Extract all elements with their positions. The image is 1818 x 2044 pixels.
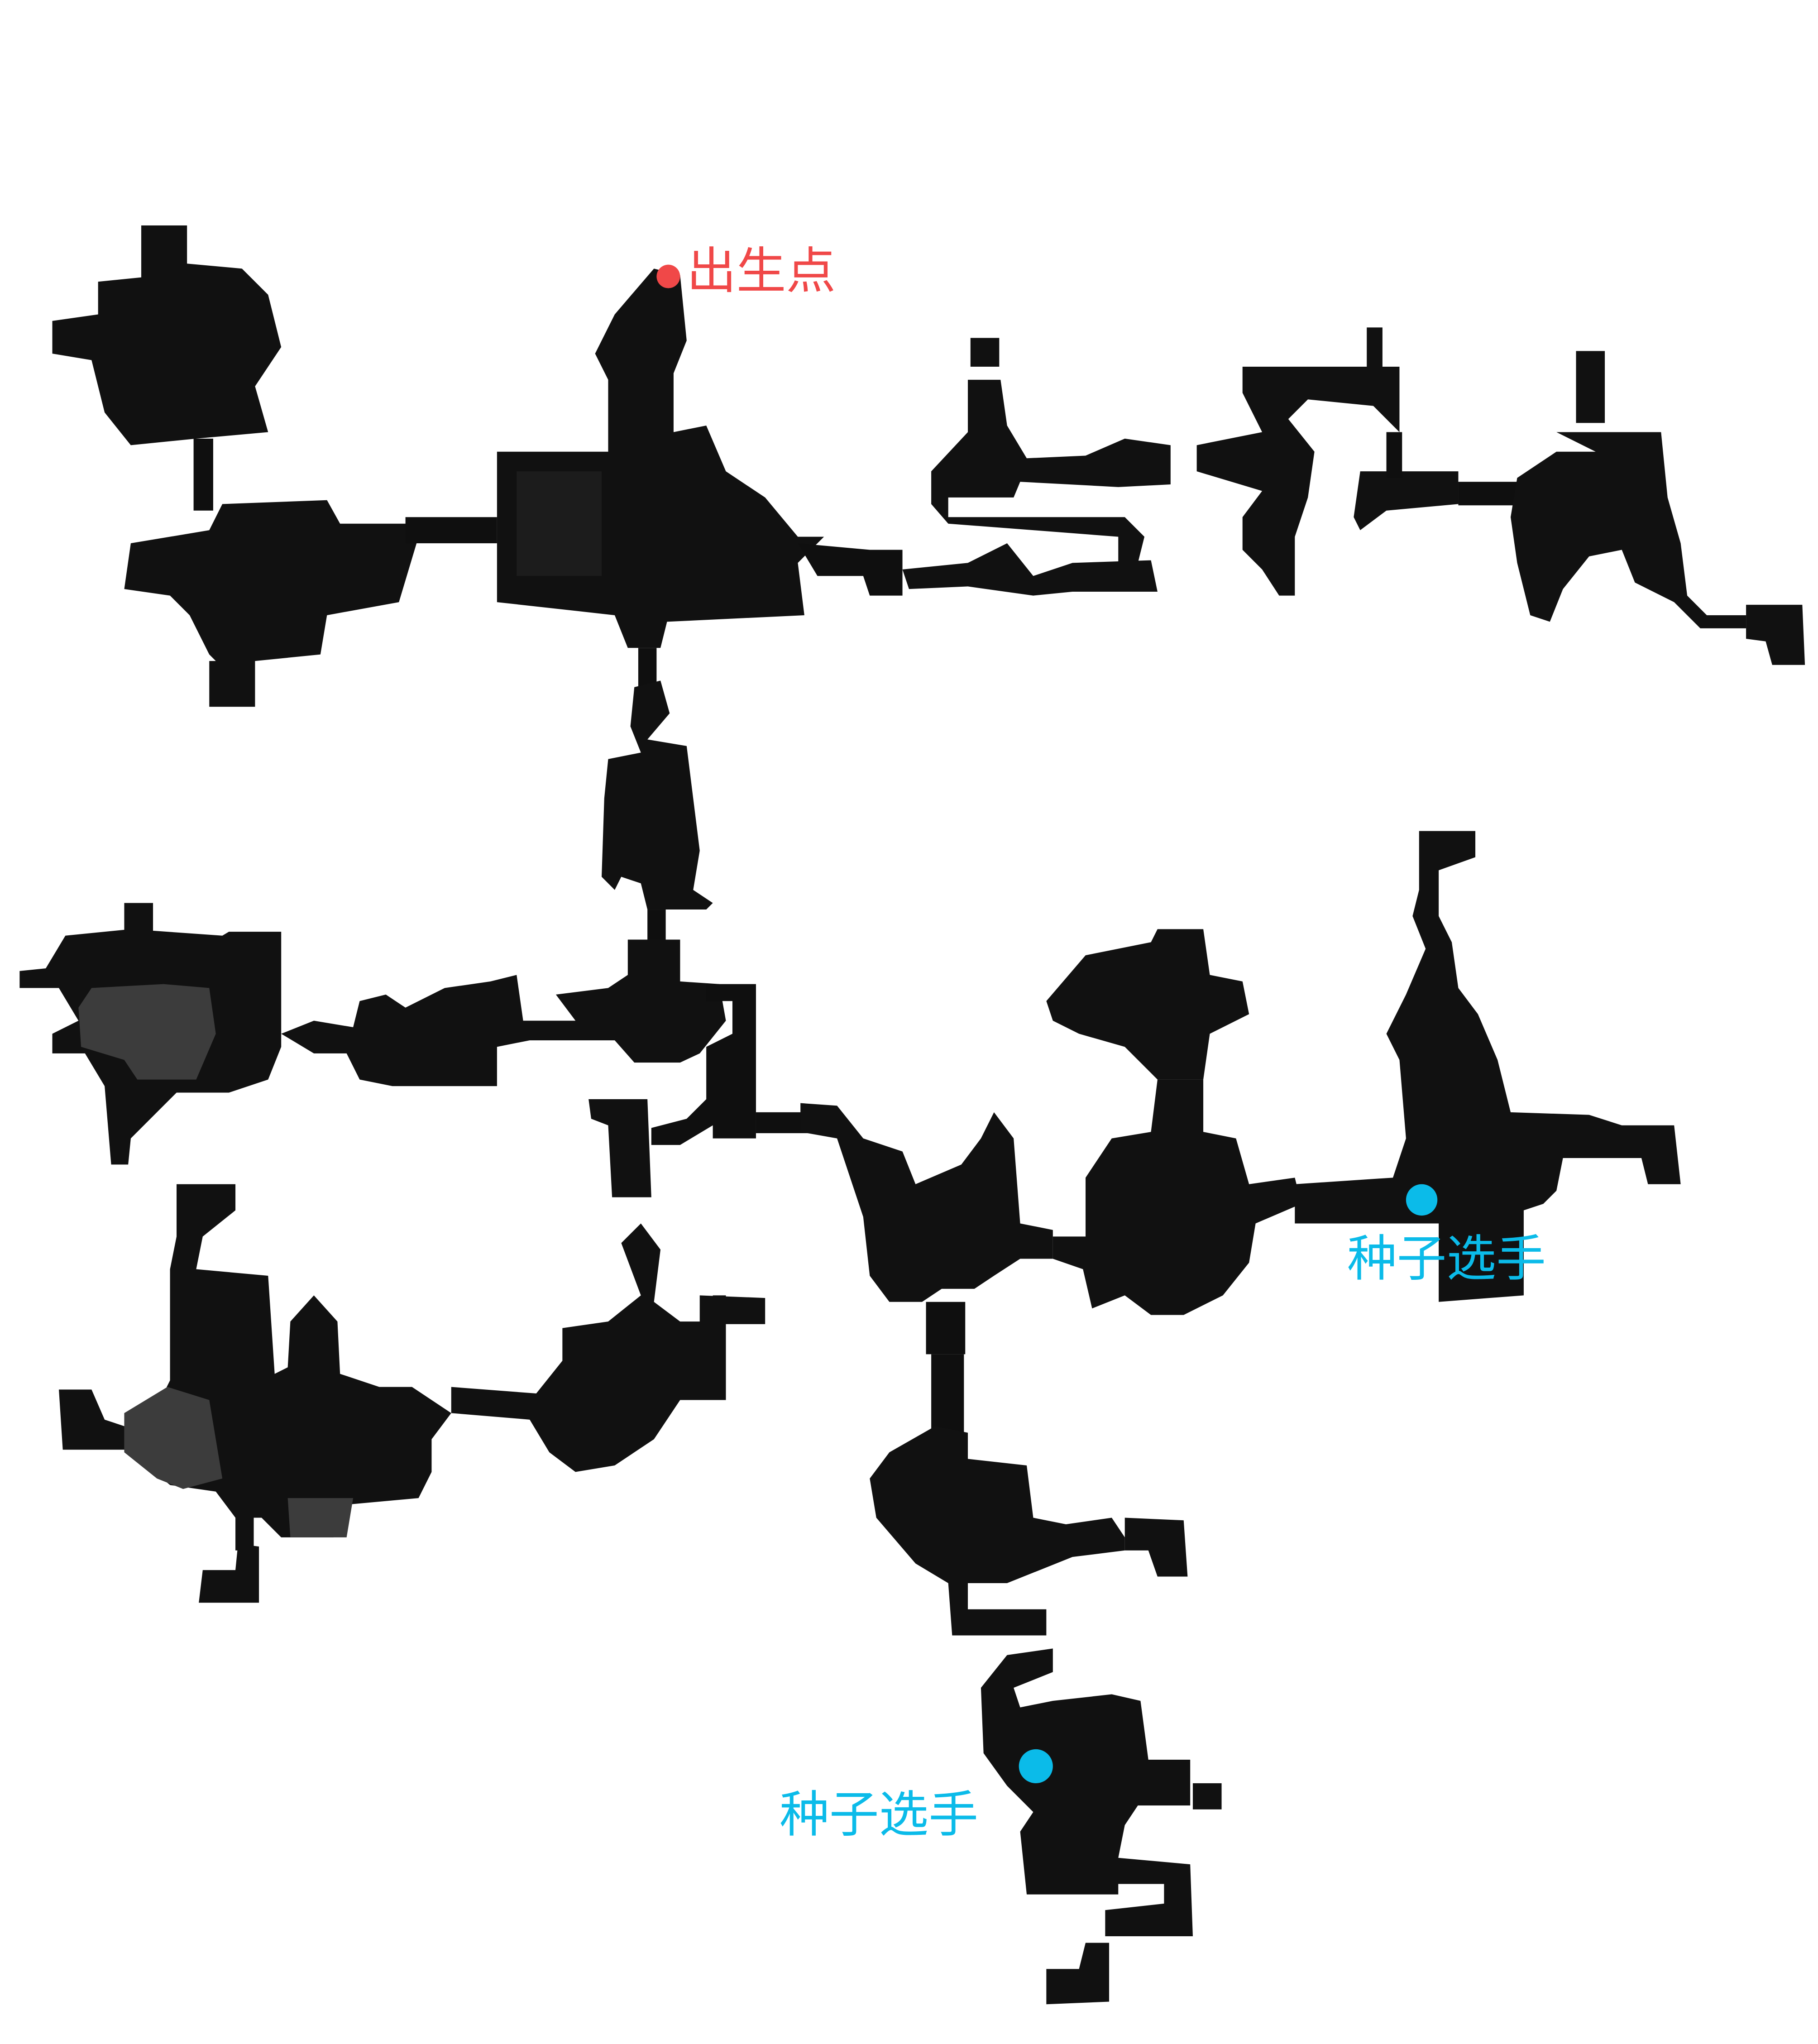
spawn-point-dot[interactable] — [656, 264, 680, 288]
room-northwest-top — [141, 225, 187, 278]
room — [588, 1099, 651, 1197]
room-seed-east — [1295, 831, 1681, 1302]
corridor — [1386, 432, 1402, 478]
seed-player-dot[interactable] — [1406, 1184, 1438, 1216]
room-south-end — [1046, 1943, 1110, 2005]
corridor — [405, 517, 497, 544]
room — [1124, 1517, 1188, 1577]
room-west-middle-lit — [78, 984, 216, 1080]
room-far-east-end — [1746, 604, 1805, 665]
room-west-middle-passage — [281, 939, 726, 1087]
room-northwest — [52, 262, 282, 445]
seed-player-marker-south[interactable]: 种子选手 — [780, 1749, 1053, 1843]
corridor — [798, 543, 903, 596]
spawn-point-label: 出生点 — [687, 242, 836, 300]
room-north-east-3 — [1354, 471, 1459, 531]
room-east-loop — [1046, 929, 1249, 1080]
corridor — [647, 910, 666, 943]
corridor — [1367, 327, 1383, 373]
corridor — [926, 1302, 966, 1355]
room — [1576, 351, 1605, 423]
room — [199, 1544, 259, 1603]
room-central-vertical — [602, 680, 713, 910]
room-north-east-2 — [1196, 367, 1400, 596]
room-south-central — [451, 1223, 726, 1472]
room-north-east-1 — [931, 379, 1171, 563]
corridor — [193, 438, 213, 511]
seed-player-marker-east[interactable]: 种子选手 — [1347, 1184, 1546, 1288]
seed-player-label: 种子选手 — [780, 1786, 978, 1843]
spawn-marker[interactable]: 出生点 — [656, 242, 836, 300]
corridor — [931, 1354, 964, 1433]
room — [209, 661, 255, 707]
room-west-upper — [124, 500, 419, 674]
room-far-east — [1511, 432, 1746, 628]
room — [1192, 1783, 1222, 1809]
corridor — [638, 648, 657, 687]
room — [699, 1295, 765, 1324]
room-south — [870, 1426, 1125, 1636]
map-rooms — [19, 225, 1805, 2005]
room — [59, 1389, 124, 1450]
room — [970, 338, 1000, 367]
room-central-hub — [497, 268, 824, 648]
room-east-hall — [1053, 1079, 1301, 1315]
seed-player-label: 种子选手 — [1347, 1230, 1546, 1288]
room-center-east — [800, 1103, 1053, 1302]
room — [124, 903, 153, 932]
corridor — [1458, 482, 1524, 506]
seed-player-dot[interactable] — [1019, 1749, 1053, 1784]
corridor — [651, 984, 756, 1145]
room-central-hub-inner — [517, 471, 602, 576]
room-southwest-lit — [124, 1387, 223, 1489]
room-seed-south — [981, 1648, 1193, 1937]
room-southwest-lit-2 — [287, 1498, 354, 1537]
room-east-passage — [902, 543, 1158, 596]
